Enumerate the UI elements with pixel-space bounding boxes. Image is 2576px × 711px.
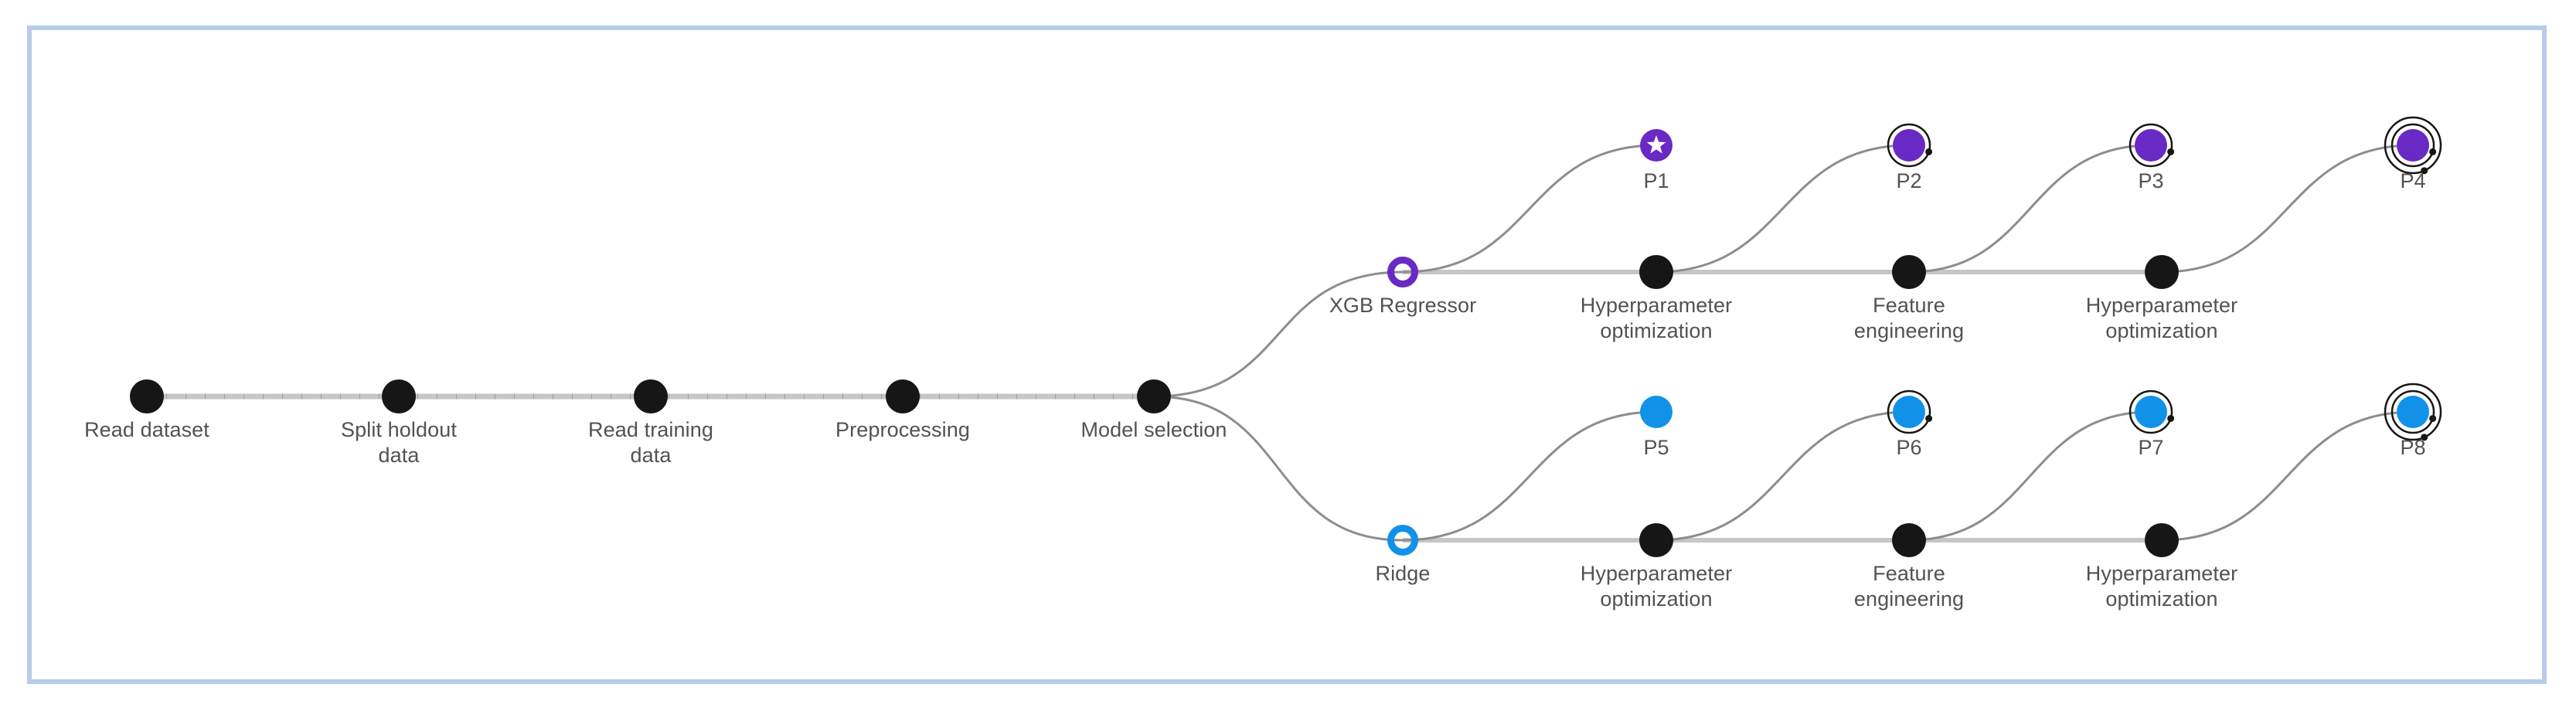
pipeline-hit-P6[interactable]: [1887, 390, 1931, 434]
pipeline-hit-P2[interactable]: [1887, 124, 1931, 167]
pipeline-label-P5: P5: [1643, 436, 1669, 459]
node-label-ridge: Ridge: [1375, 562, 1431, 585]
node-label-ridge-hpo-2: Hyperparameter optimization: [2085, 562, 2238, 611]
pipeline-label-P6: P6: [1896, 436, 1922, 459]
node-label-xgb-hpo-1: Hyperparameter optimization: [1580, 294, 1733, 342]
pipeline-hit-P5[interactable]: [1635, 390, 1678, 434]
pipeline-label-P2: P2: [1896, 169, 1922, 192]
node-label-model-selection: Model selection: [1080, 418, 1227, 441]
node-label-xgb-feature-eng: Feature engineering: [1853, 294, 1965, 342]
node-label-xgb-regressor: XGB Regressor: [1329, 294, 1477, 317]
pipeline-label-P3: P3: [2138, 169, 2164, 192]
pipeline-hit-P7[interactable]: [2129, 390, 2173, 434]
node-label-split-holdout: Split holdout data: [341, 418, 457, 467]
pipeline-hit-P1[interactable]: [1635, 124, 1678, 167]
pipeline-label-P7: P7: [2138, 436, 2164, 459]
node-label-read-training: Read training data: [588, 418, 713, 467]
node-label-ridge-hpo-1: Hyperparameter optimization: [1580, 562, 1733, 611]
pipeline-hit-P8[interactable]: [2391, 390, 2435, 434]
node-label-ridge-feature-eng: Feature engineering: [1853, 562, 1965, 611]
node-label-read-dataset: Read dataset: [84, 418, 209, 441]
node-label-preprocessing: Preprocessing: [835, 418, 970, 441]
pipeline-label-P1: P1: [1643, 169, 1669, 192]
node-label-xgb-hpo-2: Hyperparameter optimization: [2085, 294, 2238, 342]
pipeline-label-P4: P4: [2400, 169, 2426, 192]
pipeline-hit-P3[interactable]: [2129, 124, 2173, 167]
pipeline-hit-P4[interactable]: [2391, 124, 2435, 167]
pipeline-label-P8: P8: [2400, 436, 2426, 459]
